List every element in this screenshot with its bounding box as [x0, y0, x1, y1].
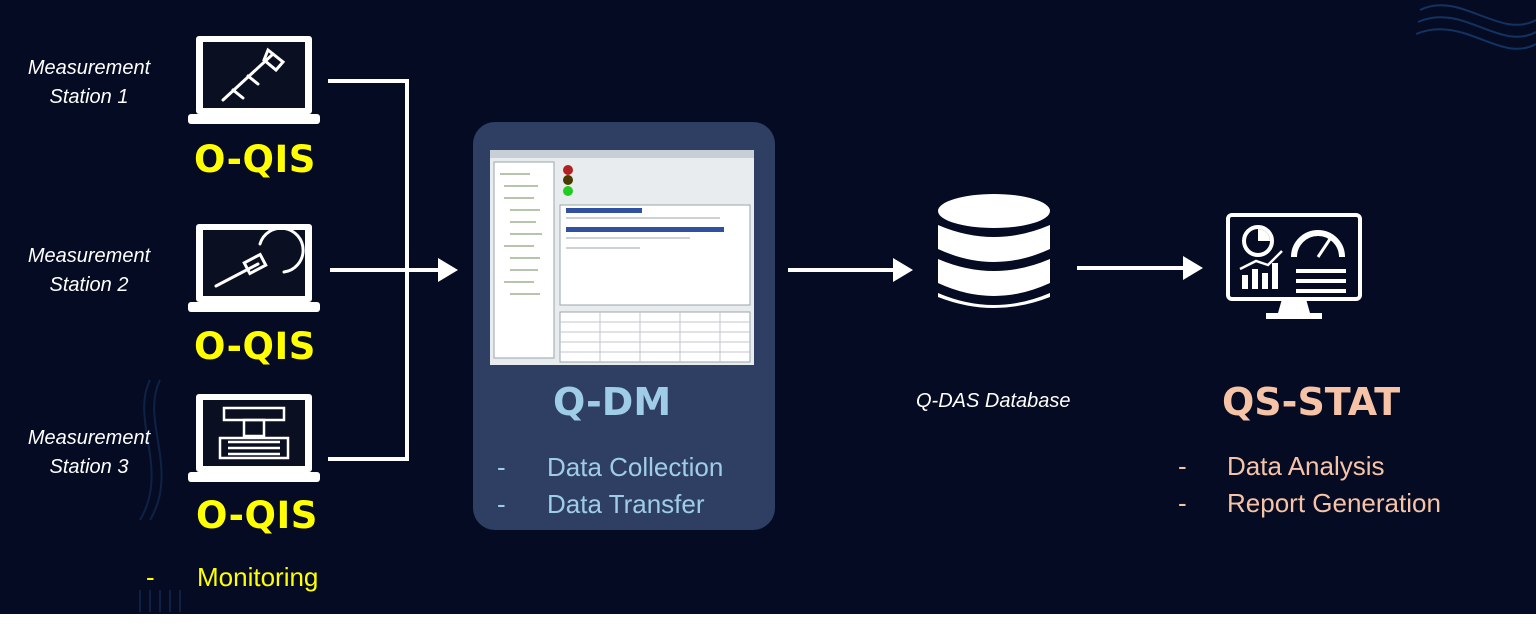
- arrowhead-qdm: [438, 258, 458, 282]
- station-1-label: Measurement Station 1: [14, 54, 164, 112]
- machine-laptop-icon: [188, 394, 320, 482]
- caliper-laptop-icon: [188, 36, 320, 124]
- station-2-label-line1: Measurement: [27, 245, 151, 267]
- qsstat-feature-data-analysis: Data Analysis: [1227, 451, 1385, 481]
- database-label: Q-DAS Database: [916, 390, 1071, 412]
- station-1-software-title: O-QIS: [194, 138, 316, 181]
- qsstat-feature-report-generation: Report Generation: [1227, 488, 1441, 518]
- oqis-feature-monitoring: Monitoring: [197, 562, 319, 592]
- station-2-label-line2: Station 2: [49, 274, 129, 296]
- analytics-monitor-icon: [1226, 213, 1362, 319]
- station-2-software-title: O-QIS: [194, 325, 316, 368]
- qsstat-feature-list-item-1: - Data Analysis: [1178, 451, 1385, 482]
- station-3-label-line2: Station 3: [49, 456, 129, 478]
- station-3-label: Measurement Station 3: [14, 424, 164, 482]
- qdm-feature-list-item-1: - Data Collection: [497, 452, 723, 483]
- station-1-label-line1: Measurement: [27, 57, 151, 79]
- qdm-feature-data-transfer: Data Transfer: [547, 489, 705, 519]
- database-icon: [938, 194, 1050, 308]
- flow-connectors: [328, 79, 1203, 461]
- qsstat-feature-list-item-2: - Report Generation: [1178, 488, 1441, 519]
- arrowhead-qsstat: [1183, 256, 1203, 280]
- station-3-label-line1: Measurement: [27, 427, 151, 449]
- bullet-dash: -: [1178, 451, 1187, 481]
- station-3-software-title: O-QIS: [196, 494, 318, 537]
- qdm-feature-list-item-2: - Data Transfer: [497, 489, 705, 520]
- bullet-dash: -: [1178, 488, 1187, 518]
- micrometer-laptop-icon: [188, 224, 320, 312]
- qsstat-title: QS-STAT: [1222, 380, 1401, 424]
- qdm-feature-data-collection: Data Collection: [547, 452, 724, 482]
- station-2-label: Measurement Station 2: [14, 242, 164, 300]
- decorative-waves: [139, 4, 1536, 612]
- station-1-label-line2: Station 1: [49, 86, 129, 108]
- arrowhead-database: [893, 258, 913, 282]
- oqis-feature-list-item: - Monitoring: [146, 562, 318, 593]
- qdm-title: Q-DM: [553, 380, 672, 424]
- diagram-canvas: Measurement Station 1 Measurement Statio…: [0, 0, 1536, 614]
- bullet-dash: -: [146, 562, 155, 592]
- qdm-software-screenshot: [490, 150, 754, 365]
- bullet-dash: -: [497, 452, 506, 482]
- bullet-dash: -: [497, 489, 506, 519]
